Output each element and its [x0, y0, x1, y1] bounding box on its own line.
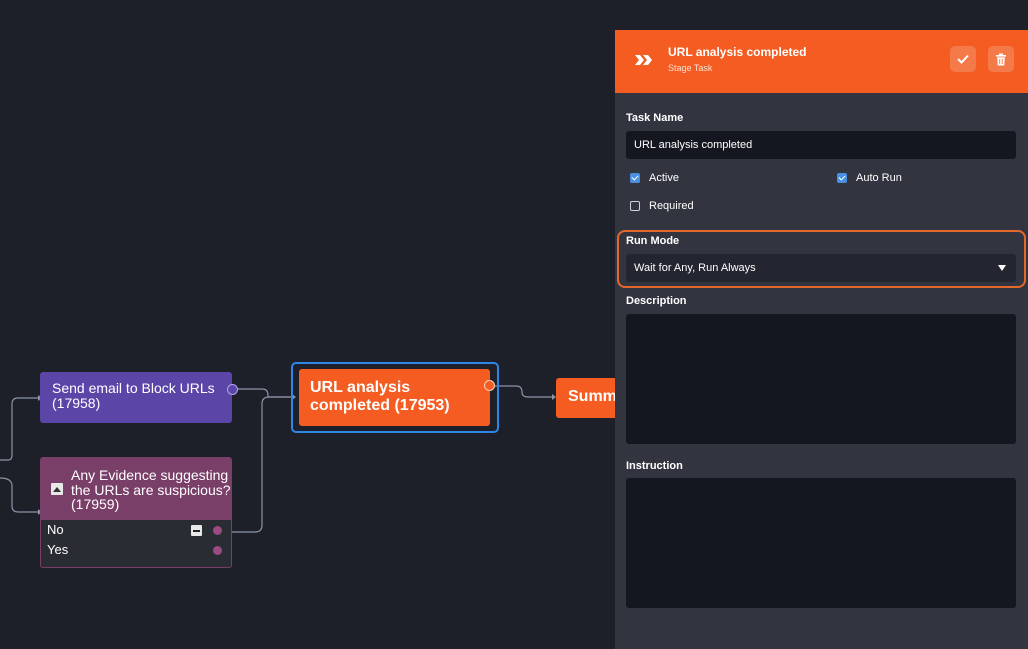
checkmark-icon [957, 54, 969, 64]
task-name-label: Task Name [626, 112, 684, 124]
output-port[interactable] [484, 380, 495, 391]
description-textarea[interactable] [626, 314, 1016, 444]
run-mode-label: Run Mode [626, 235, 680, 247]
connector-url-to-summary [493, 385, 554, 398]
arrowhead [552, 394, 556, 400]
node-label: Send email to Block URLs (17958) [52, 380, 215, 411]
auto-run-checkbox[interactable]: Auto Run [837, 172, 902, 184]
active-checkbox[interactable]: Active [630, 172, 679, 184]
output-port[interactable] [213, 546, 222, 555]
trash-icon [996, 53, 1006, 65]
task-name-input[interactable] [626, 131, 1016, 159]
output-port[interactable] [213, 526, 222, 535]
task-properties-panel: URL analysis completed Stage Task Task N… [615, 30, 1028, 649]
node-label: Summ [568, 388, 615, 405]
instruction-label: Instruction [626, 460, 683, 472]
workflow-node-url-analysis[interactable]: URL analysis completed (17953) [299, 369, 490, 426]
panel-subtitle: Stage Task [668, 63, 713, 73]
run-mode-value: Wait for Any, Run Always [634, 262, 756, 274]
checkbox-checked-icon [837, 173, 847, 183]
instruction-textarea[interactable] [626, 478, 1016, 608]
workflow-canvas[interactable]: Send email to Block URLs (17958) URL ana… [0, 0, 615, 649]
selection-outline [291, 362, 499, 433]
checkbox-label: Active [649, 172, 679, 184]
dropdown-caret-icon [998, 265, 1006, 271]
checkbox-checked-icon [630, 173, 640, 183]
delete-button[interactable] [988, 46, 1014, 72]
decision-header: Any Evidence suggesting the URLs are sus… [41, 458, 231, 520]
checkbox-label: Required [649, 200, 694, 212]
description-label: Description [626, 295, 687, 307]
connector-to-send-email [0, 397, 38, 461]
run-mode-select[interactable]: Wait for Any, Run Always [626, 254, 1016, 282]
workflow-node-summary[interactable]: Summ [556, 378, 615, 418]
collapse-icon[interactable] [51, 483, 63, 495]
stage-chevrons-icon [635, 55, 652, 65]
connector-to-evidence [0, 477, 38, 513]
checkbox-label: Auto Run [856, 172, 902, 184]
branch-no[interactable]: No [41, 520, 231, 540]
branch-label: No [47, 522, 64, 537]
checkbox-unchecked-icon [630, 201, 640, 211]
connector-send-to-url [236, 388, 294, 398]
arrowhead [292, 394, 296, 400]
run-mode-highlight [617, 230, 1026, 288]
required-checkbox[interactable]: Required [630, 200, 694, 212]
branch-label: Yes [47, 542, 69, 557]
workflow-node-send-email[interactable]: Send email to Block URLs (17958) [40, 372, 232, 423]
panel-header: URL analysis completed Stage Task [615, 30, 1028, 93]
branch-yes[interactable]: Yes [41, 540, 231, 560]
output-port[interactable] [227, 384, 238, 395]
confirm-button[interactable] [950, 46, 976, 72]
connector-evidence-to-url [222, 396, 294, 533]
workflow-node-evidence-decision[interactable]: Any Evidence suggesting the URLs are sus… [40, 457, 232, 568]
panel-title: URL analysis completed [668, 45, 807, 59]
node-label: Any Evidence suggesting the URLs are sus… [71, 467, 231, 512]
minus-icon[interactable] [191, 525, 202, 536]
node-label: URL analysis completed (17953) [310, 379, 450, 414]
